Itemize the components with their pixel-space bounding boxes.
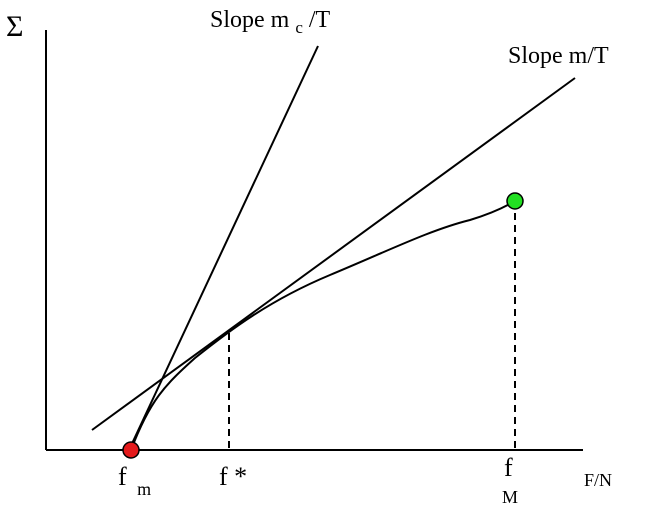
f-min-label-base: f: [118, 462, 127, 491]
x-axis-label: F/N: [584, 470, 612, 490]
f-max-label: f: [504, 453, 513, 482]
min-point-marker: [122, 441, 140, 459]
entropy-curve: [130, 200, 516, 451]
steep-slope-label-suffix: /T: [309, 7, 331, 33]
tangent-slope-line: [91, 77, 576, 431]
f-max-label-base: f: [504, 453, 513, 482]
steep-slope-line: [128, 45, 319, 451]
steep-slope-label: Slope m c /T: [210, 7, 331, 39]
steep-slope-label-subscript: c: [295, 18, 303, 37]
f-star-label: f *: [219, 462, 247, 491]
steep-slope-label-prefix: Slope m: [210, 7, 290, 33]
f-min-label: f m: [118, 462, 151, 499]
tangent-slope-label: Slope m/T: [508, 43, 609, 69]
f-min-label-subscript: m: [137, 479, 151, 499]
y-axis-label: Σ: [6, 10, 23, 43]
max-point-marker: [506, 192, 524, 210]
f-max-label-subscript: M: [502, 487, 518, 507]
